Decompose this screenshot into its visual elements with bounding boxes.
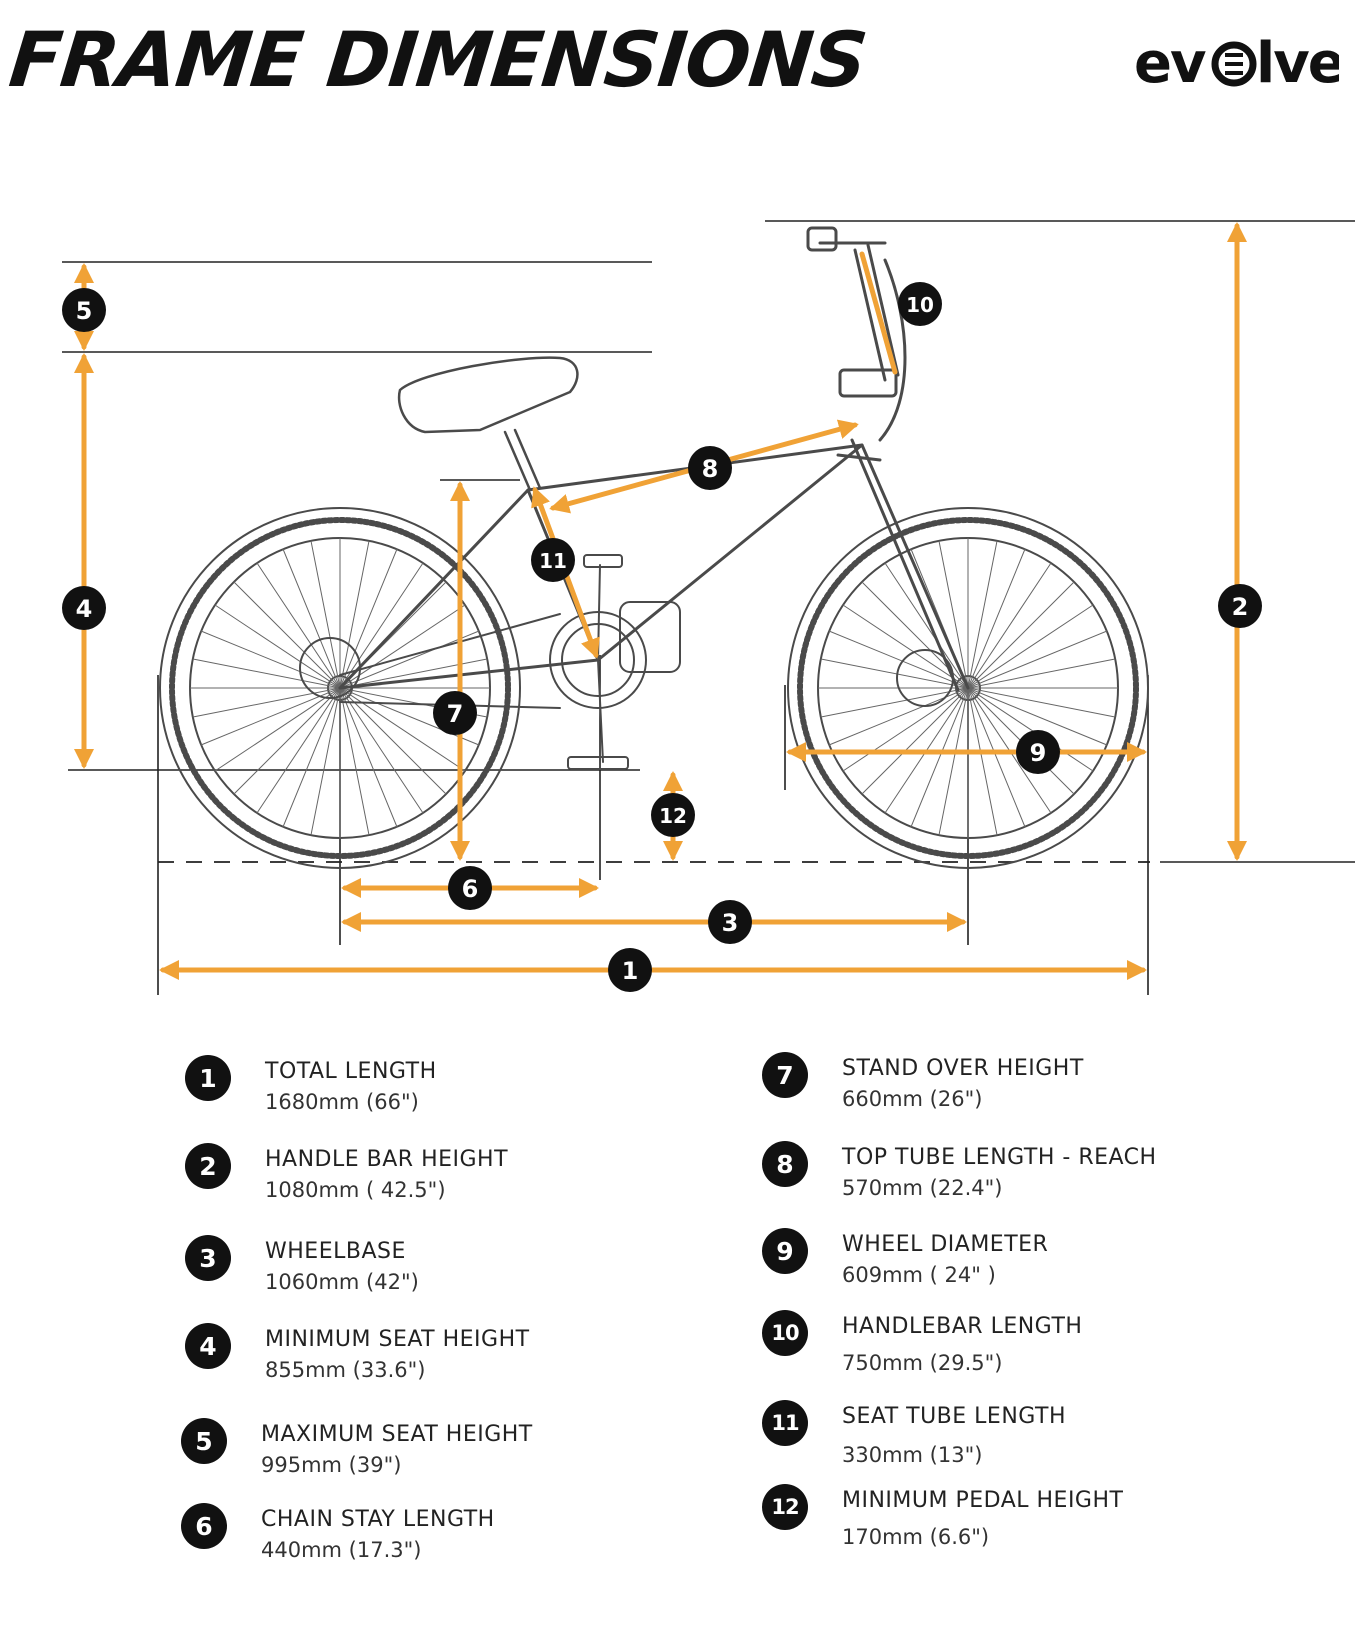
frame — [338, 438, 970, 692]
drivetrain — [339, 554, 681, 770]
marker-4: 4 — [62, 586, 106, 630]
legend-value: 660mm (26") — [842, 1087, 983, 1111]
marker-4-label: 4 — [76, 595, 93, 623]
bike-dimension-diagram: 1 2 3 4 5 6 7 8 9 10 11 12 — [62, 220, 1355, 995]
marker-10-label: 10 — [906, 293, 934, 317]
marker-8: 8 — [688, 446, 732, 490]
legend-label: MAXIMUM SEAT HEIGHT — [261, 1422, 533, 1447]
legend-value: 170mm (6.6") — [842, 1525, 990, 1549]
marker-3-label: 3 — [722, 909, 739, 937]
marker-6: 6 — [448, 866, 492, 910]
legend-item-wheelbase: 3 WHEELBASE 1060mm (42") — [185, 1235, 419, 1297]
diagram-markers: 1 2 3 4 5 6 7 8 9 10 11 12 — [62, 282, 1262, 992]
marker-7-label: 7 — [447, 700, 464, 728]
legend-badge: 4 — [185, 1323, 231, 1369]
legend-label: WHEEL DIAMETER — [842, 1232, 1049, 1257]
marker-9-label: 9 — [1030, 739, 1047, 767]
legend-item-handlebar-length: 10 HANDLEBAR LENGTH 750mm (29.5") — [762, 1310, 1082, 1378]
marker-9: 9 — [1016, 730, 1060, 774]
marker-3: 3 — [708, 900, 752, 944]
svg-text:ev: ev — [1134, 31, 1206, 96]
reference-lines — [62, 220, 1355, 995]
dim-line-10 — [859, 251, 898, 375]
legend-label: WHEELBASE — [265, 1239, 406, 1264]
marker-1-label: 1 — [622, 957, 639, 985]
legend-value: 1060mm (42") — [265, 1270, 419, 1294]
legend-value: 330mm (13") — [842, 1443, 983, 1467]
legend-badge: 12 — [762, 1484, 808, 1530]
evolve-logo: ev lve — [1134, 31, 1339, 96]
seat — [397, 356, 579, 492]
marker-5-label: 5 — [76, 297, 93, 325]
legend-value: 1080mm ( 42.5") — [265, 1178, 446, 1202]
legend-badge: 6 — [181, 1503, 227, 1549]
marker-5: 5 — [62, 288, 106, 332]
handlebar — [806, 226, 907, 442]
marker-11-label: 11 — [539, 549, 567, 573]
marker-7: 7 — [433, 691, 477, 735]
legend-badge: 11 — [762, 1400, 808, 1446]
legend-badge: 1 — [185, 1055, 231, 1101]
legend-label: HANDLE BAR HEIGHT — [265, 1147, 509, 1172]
legend-label: MINIMUM PEDAL HEIGHT — [842, 1488, 1124, 1513]
legend-label: HANDLEBAR LENGTH — [842, 1314, 1083, 1339]
legend-badge: 10 — [762, 1310, 808, 1356]
legend-badge: 8 — [762, 1141, 808, 1187]
marker-11: 11 — [531, 538, 575, 582]
legend-item-minimum-seat-height: 4 MINIMUM SEAT HEIGHT 855mm (33.6") — [185, 1323, 530, 1385]
legend-badge: 5 — [181, 1418, 227, 1464]
legend-value: 855mm (33.6") — [265, 1358, 426, 1382]
legend-value: 609mm ( 24" ) — [842, 1263, 996, 1287]
legend-value: 750mm (29.5") — [842, 1351, 1003, 1375]
legend-badge: 7 — [762, 1052, 808, 1098]
legend-value: 1680mm (66") — [265, 1090, 419, 1114]
marker-8-label: 8 — [702, 455, 719, 483]
legend-item-stand-over-height: 7 STAND OVER HEIGHT 660mm (26") — [762, 1052, 1084, 1114]
marker-12-label: 12 — [659, 804, 687, 828]
legend-label: TOTAL LENGTH — [265, 1059, 437, 1084]
marker-1: 1 — [608, 948, 652, 992]
legend-item-seat-tube-length: 11 SEAT TUBE LENGTH 330mm (13") — [762, 1400, 1066, 1470]
legend-item-maximum-seat-height: 5 MAXIMUM SEAT HEIGHT 995mm (39") — [181, 1418, 533, 1480]
legend-label: CHAIN STAY LENGTH — [261, 1507, 495, 1532]
legend-item-minimum-pedal-height: 12 MINIMUM PEDAL HEIGHT 170mm (6.6") — [762, 1484, 1123, 1552]
legend-item-wheel-diameter: 9 WHEEL DIAMETER 609mm ( 24" ) — [762, 1228, 1048, 1290]
legend-item-chain-stay-length: 6 CHAIN STAY LENGTH 440mm (17.3") — [181, 1503, 495, 1565]
legend-badge: 3 — [185, 1235, 231, 1281]
bicycle — [159, 226, 1149, 869]
legend-item-total-length: 1 TOTAL LENGTH 1680mm (66") — [185, 1055, 437, 1117]
legend-value: 440mm (17.3") — [261, 1538, 422, 1562]
legend-item-top-tube-length-reach: 8 TOP TUBE LENGTH - REACH 570mm (22.4") — [762, 1141, 1157, 1203]
legend-badge: 9 — [762, 1228, 808, 1274]
svg-text:lve: lve — [1256, 31, 1339, 96]
legend-label: STAND OVER HEIGHT — [842, 1056, 1084, 1081]
legend-value: 570mm (22.4") — [842, 1176, 1003, 1200]
marker-2: 2 — [1218, 584, 1262, 628]
legend-label: SEAT TUBE LENGTH — [842, 1404, 1067, 1429]
legend-label: MINIMUM SEAT HEIGHT — [265, 1327, 530, 1352]
marker-6-label: 6 — [462, 875, 479, 903]
legend-value: 995mm (39") — [261, 1453, 402, 1477]
legend-badge: 2 — [185, 1143, 231, 1189]
dimension-lines — [74, 222, 1247, 980]
marker-10: 10 — [898, 282, 942, 326]
marker-12: 12 — [651, 793, 695, 837]
marker-2-label: 2 — [1232, 593, 1249, 621]
legend-label: TOP TUBE LENGTH - REACH — [842, 1145, 1157, 1170]
legend-item-handle-bar-height: 2 HANDLE BAR HEIGHT 1080mm ( 42.5") — [185, 1143, 508, 1205]
